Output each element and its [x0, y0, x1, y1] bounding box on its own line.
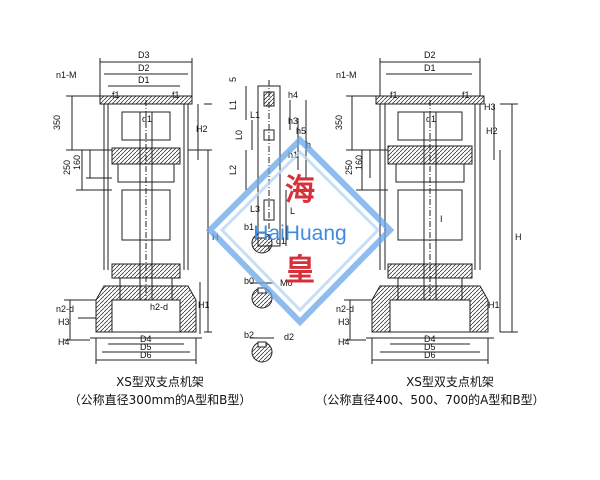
- shaft-dim-h5: h5: [296, 126, 306, 136]
- section-b2: b2: [244, 330, 254, 340]
- watermark-char-top: 海: [285, 173, 315, 208]
- right-dim-h2: H2: [486, 126, 498, 136]
- left-caption-subtitle: （公称直径300mm的A型和B型）: [69, 392, 252, 407]
- right-dim-d6: D6: [424, 350, 436, 360]
- right-dim-350: 350: [334, 115, 344, 130]
- section-m0: M0: [280, 278, 293, 288]
- right-dim-h: H: [515, 232, 522, 242]
- shaft-dim-l1: L1: [228, 100, 238, 110]
- right-label-d1: d1: [426, 114, 436, 124]
- left-dim-160: 160: [72, 155, 82, 170]
- section-b0: b0: [244, 276, 254, 286]
- left-dim-h4: H4: [58, 337, 70, 347]
- right-caption-title: XS型双支点机架: [406, 375, 494, 389]
- shaft-dim-l: L: [290, 206, 295, 216]
- right-dim-250: 250: [344, 160, 354, 175]
- left-dim-f1a: f1: [112, 90, 120, 100]
- left-dim-h1: H1: [198, 300, 210, 310]
- left-dim-d4: D4: [140, 334, 152, 344]
- left-frame-view: [64, 58, 212, 364]
- right-view-labels: D2 D1 n1-M f1 f1 H3 350 250 160 d1 I H2 …: [334, 50, 522, 360]
- right-dim-h3top: H3: [484, 102, 496, 112]
- section-b1: b1: [244, 222, 254, 232]
- right-dim-d4: D4: [424, 334, 436, 344]
- left-dim-h2: H2: [196, 124, 208, 134]
- left-view-labels: D3 D2 D1 n1-M f1 f1 350 250 160 d1 h2-d …: [52, 50, 219, 360]
- shaft-dim-5: 5: [228, 77, 238, 82]
- left-dim-d1: D1: [138, 75, 150, 85]
- left-dim-d3: D3: [138, 50, 150, 60]
- left-dim-f1b: f1: [172, 90, 180, 100]
- left-label-d1: d1: [142, 114, 152, 124]
- shaft-dim-h4: h4: [288, 90, 298, 100]
- shaft-dim-l2: L2: [228, 165, 238, 175]
- right-dim-h1: H1: [488, 300, 500, 310]
- right-dim-h3: H3: [338, 317, 350, 327]
- watermark-char-bottom: 皇: [285, 253, 315, 288]
- right-dim-f1b: f1: [462, 90, 470, 100]
- right-dim-160: 160: [354, 155, 364, 170]
- left-dim-d2: D2: [138, 63, 150, 73]
- shaft-dim-l3: L3: [250, 204, 260, 214]
- right-dim-d1: D1: [424, 63, 436, 73]
- right-dim-n1m: n1-M: [336, 70, 357, 80]
- left-dim-d6: D6: [140, 350, 152, 360]
- left-dim-d5: D5: [140, 342, 152, 352]
- right-dim-d2: D2: [424, 50, 436, 60]
- left-caption-title: XS型双支点机架: [116, 375, 204, 389]
- watermark-latin: HaiHuang: [253, 222, 346, 245]
- section-d2: d2: [284, 332, 294, 342]
- right-dim-n2d: n2-d: [336, 304, 354, 314]
- left-dim-n2d: n2-d: [56, 304, 74, 314]
- right-dim-h4: H4: [338, 337, 350, 347]
- left-dim-h3: H3: [58, 317, 70, 327]
- left-dim-n1m: n1-M: [56, 70, 77, 80]
- left-dim-350: 350: [52, 115, 62, 130]
- shaft-dim-l1b: L1: [250, 110, 260, 120]
- watermark-logo: 海 HaiHuang 皇: [205, 135, 395, 327]
- left-label-h2d: h2-d: [150, 302, 168, 312]
- right-label-i: I: [440, 214, 443, 224]
- right-dim-f1a: f1: [390, 90, 398, 100]
- shaft-dim-h3: h3: [288, 116, 298, 126]
- left-dim-250: 250: [62, 160, 72, 175]
- right-caption-subtitle: （公称直径400、500、700的A型和B型）: [315, 392, 544, 407]
- section-d1: d1: [276, 236, 286, 246]
- captions: XS型双支点机架 （公称直径300mm的A型和B型） XS型双支点机架 （公称直…: [69, 375, 545, 407]
- right-dim-d5: D5: [424, 342, 436, 352]
- shaft-detail: [245, 80, 307, 363]
- shaft-dim-l0: L0: [234, 130, 244, 140]
- shaft-dim-h1: h1: [288, 150, 298, 160]
- right-frame-view: [344, 58, 518, 364]
